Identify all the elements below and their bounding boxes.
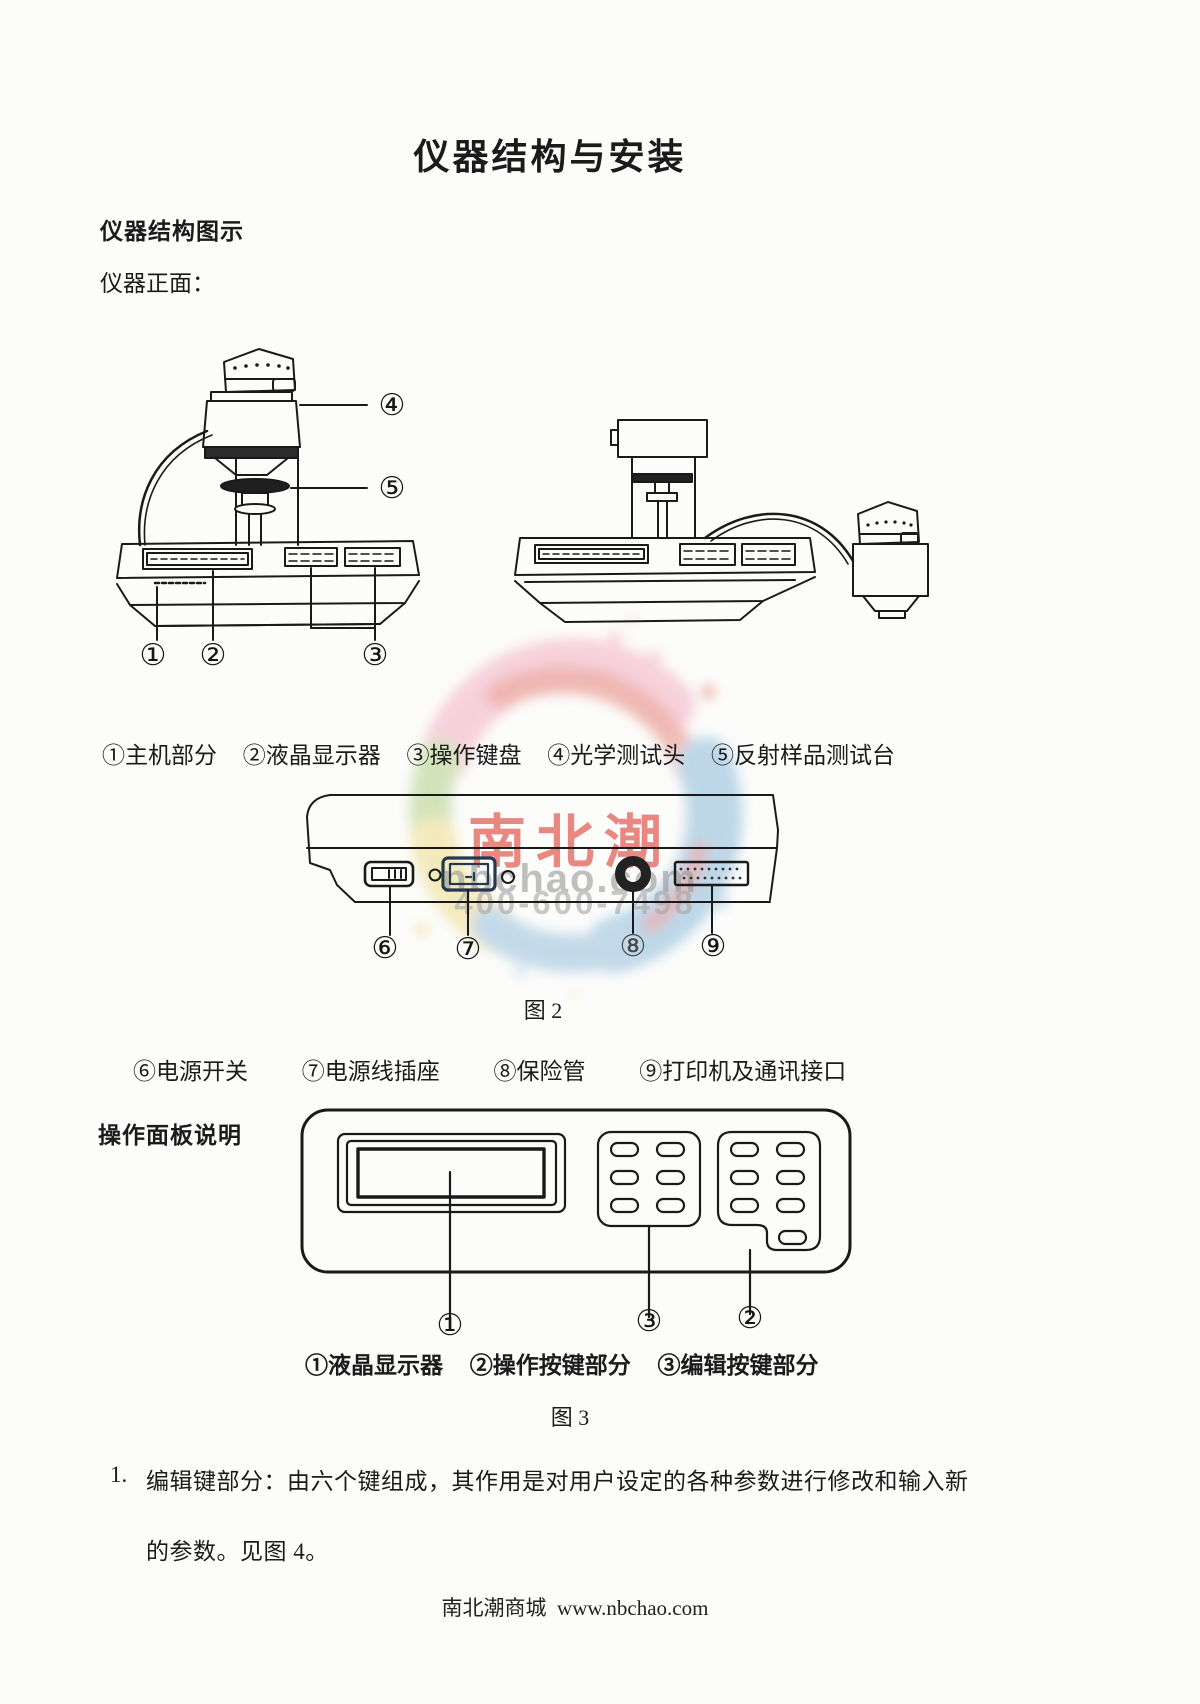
figure2-caption-item: ⑦电源线插座 <box>301 1059 440 1084</box>
rear-panel-outline <box>306 794 779 903</box>
figure2-caption-item: ⑥电源开关 <box>133 1059 248 1084</box>
callout-3: ③ <box>636 1305 663 1338</box>
list-item-1-line1: 编辑键部分：由六个键组成，其作用是对用户设定的各种参数进行修改和输入新 <box>146 1469 969 1494</box>
figure2-callout-leaders <box>389 884 713 936</box>
callout-7: ⑦ <box>455 933 482 966</box>
lcd-display-drawing <box>336 1132 567 1214</box>
edit-keypad-drawing <box>716 1130 822 1252</box>
callout-2: ② <box>200 639 227 672</box>
callout-2: ② <box>737 1302 764 1335</box>
figure2-label: 图 2 <box>523 998 563 1023</box>
figure3-caption-item: ③编辑按键部分 <box>657 1353 819 1378</box>
figure3-caption: ①液晶显示器 ②操作按键部分 ③编辑按键部分 <box>305 1346 840 1380</box>
callout-1: ① <box>437 1309 464 1340</box>
figure1-line-art: ① ② ③ ④ ⑤ <box>116 348 929 672</box>
panel-outline <box>300 1108 852 1274</box>
page-title: 仪器结构与安装 <box>413 137 687 177</box>
figure1-caption-item: ③操作键盘 <box>406 743 522 768</box>
operation-keypad-drawing <box>596 1130 702 1228</box>
figure3-caption-item: ①液晶显示器 <box>305 1353 443 1378</box>
heading-structure-diagram: 仪器结构图示 <box>100 218 244 244</box>
figure3-callout-leaders <box>448 1170 752 1322</box>
figure1-caption-item: ⑤反射样品测试台 <box>711 743 895 768</box>
figure2-caption-item: ⑨打印机及通讯接口 <box>639 1059 847 1084</box>
list-item-1-marker: 1. <box>110 1462 128 1487</box>
instrument-front-left-drawing <box>116 348 420 627</box>
figure1-caption-item: ①主机部分 <box>102 743 217 768</box>
heading-operation-panel: 操作面板说明 <box>98 1122 242 1148</box>
callout-4: ④ <box>379 389 406 422</box>
panel-screw <box>501 870 515 884</box>
figure1-caption-item: ②液晶显示器 <box>242 743 381 768</box>
power-socket-drawing <box>441 856 497 892</box>
figure3-caption-item: ②操作按键部分 <box>469 1353 631 1378</box>
page-footer: 南北潮商城 www.nbchao.com <box>441 1596 709 1620</box>
figure1-left-callout-leaders <box>156 404 376 641</box>
callout-3: ③ <box>362 639 389 672</box>
figure3-label: 图 3 <box>550 1405 590 1430</box>
callout-6: ⑥ <box>372 932 399 965</box>
figure2-line-art: ⑥ ⑦ ⑧ ⑨ <box>306 794 779 966</box>
fuse-holder-drawing <box>615 856 651 892</box>
list-item-1-line2: 的参数。见图 4。 <box>146 1539 329 1564</box>
figure1-caption: ①主机部分 ②液晶显示器 ③操作键盘 ④光学测试头 ⑤反射样品测试台 <box>102 736 915 770</box>
figure2-caption-item: ⑧保险管 <box>493 1059 586 1084</box>
figure1-caption-item: ④光学测试头 <box>547 743 686 768</box>
instrument-front-right-drawing <box>514 419 929 623</box>
figure2-caption: ⑥电源开关 ⑦电源线插座 ⑧保险管 ⑨打印机及通讯接口 <box>133 1052 894 1086</box>
panel-screw <box>428 868 442 882</box>
power-switch-drawing <box>363 860 415 888</box>
callout-8: ⑧ <box>620 930 647 963</box>
callout-9: ⑨ <box>700 930 727 963</box>
label-front-view: 仪器正面： <box>100 271 215 296</box>
figure3-line-art: ① ③ ② <box>300 1108 852 1340</box>
callout-5: ⑤ <box>379 472 406 505</box>
callout-1: ① <box>140 639 167 672</box>
printer-port-drawing <box>673 860 750 887</box>
